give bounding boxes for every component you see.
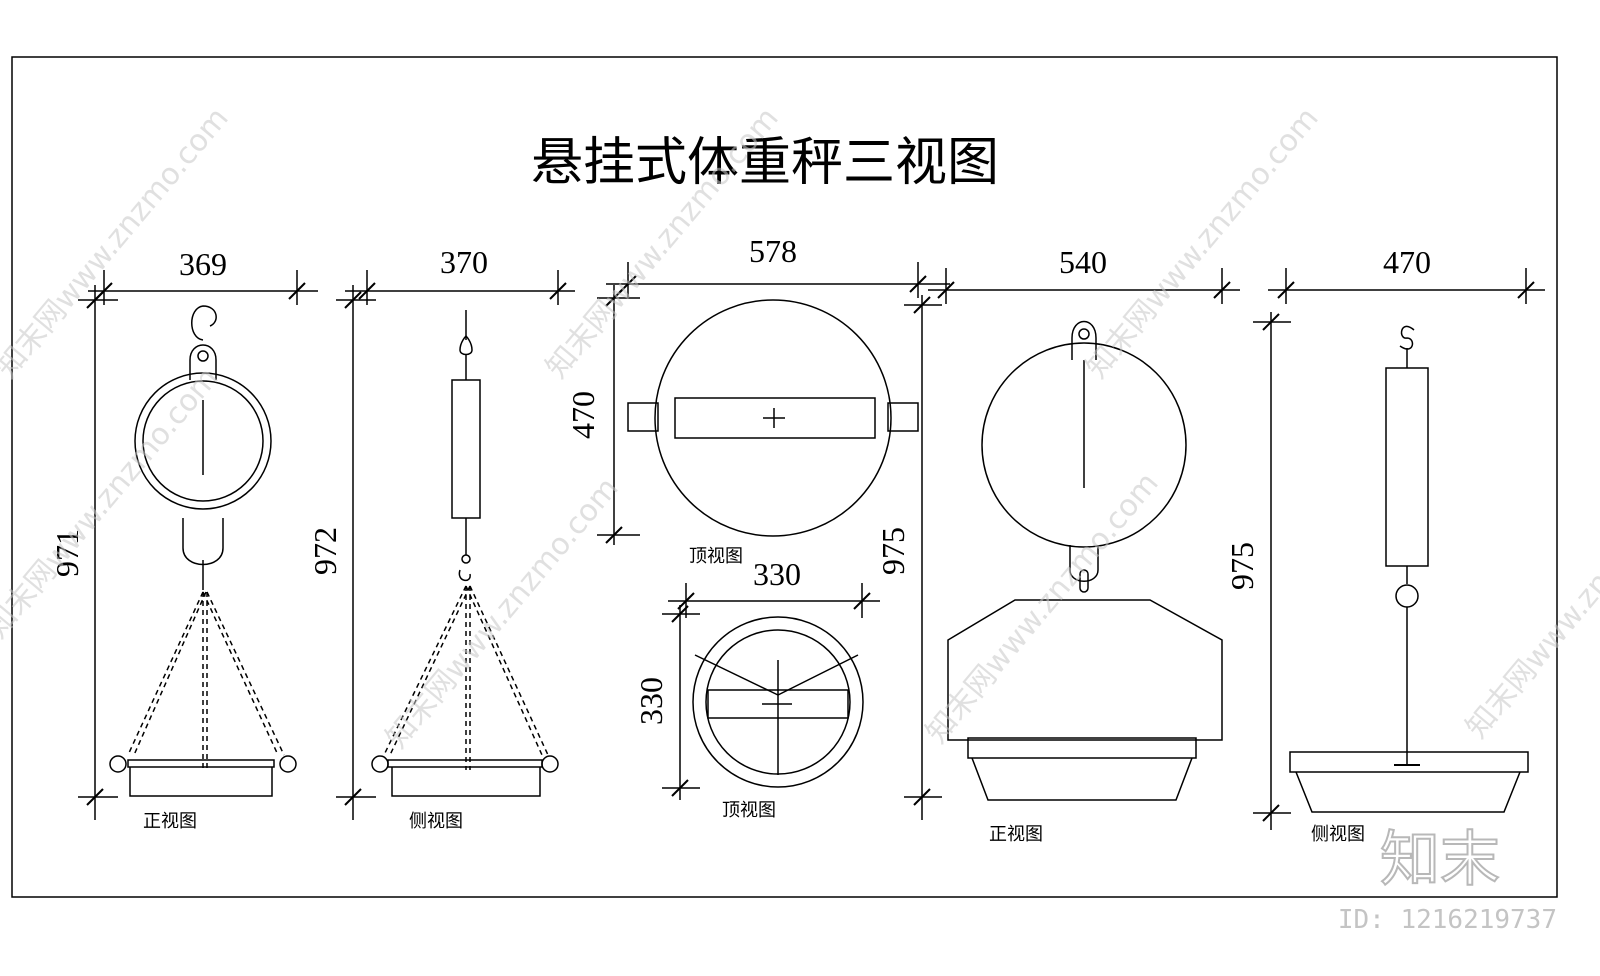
scale-5-front-view: 540 975 正视图: [875, 244, 1240, 845]
watermark-text: 知末网www.znzmo.com: [0, 361, 226, 645]
dim-width-540: 540: [1059, 244, 1107, 280]
hook: [191, 305, 217, 341]
pan-top-outer: [692, 616, 864, 788]
watermark-text: 知末网www.znzmo.com: [1459, 461, 1600, 745]
dial-outer: [134, 372, 272, 510]
dim-width-330: 330: [753, 556, 801, 592]
dim-height-330: 330: [633, 677, 669, 725]
scale-6-side-view: 470 975 侧视图: [1224, 244, 1545, 845]
watermark-text: 知末网www.znzmo.com: [919, 466, 1165, 750]
watermark-text: 知末网www.znzmo.com: [379, 471, 625, 755]
pan-rim: [127, 759, 275, 768]
pan: [971, 757, 1193, 801]
cage-box: [947, 599, 1223, 741]
dim-width-370: 370: [440, 244, 488, 280]
watermark-layer: 知末网www.znzmo.com 知末网www.znzmo.com 知末网www…: [0, 101, 1600, 935]
caption-side-view-2: 侧视图: [1311, 824, 1365, 845]
caption-top-view-2: 顶视图: [722, 800, 776, 821]
dim-width-369: 369: [179, 246, 227, 282]
caption-top-view: 顶视图: [689, 546, 743, 567]
dial-top: [654, 299, 892, 537]
dim-height-975: 975: [875, 527, 911, 575]
dim-height-971: 971: [49, 529, 85, 577]
top-bar: [674, 397, 876, 439]
dial-inner: [142, 380, 264, 502]
tube-body: [451, 379, 481, 519]
caption-front-view: 正视图: [143, 811, 197, 832]
tube-body: [1385, 367, 1429, 567]
dim-width-470: 470: [1383, 244, 1431, 280]
dim-height-972: 972: [307, 527, 343, 575]
caption-front-view-2: 正视图: [989, 824, 1043, 845]
caption-side-view: 侧视图: [409, 811, 463, 832]
pan: [391, 767, 541, 797]
scale-1-front-view: 369 971 正视图: [49, 246, 318, 832]
dial-front: [981, 342, 1187, 548]
dim-height-470: 470: [565, 391, 601, 439]
scale-4-top-view: 330 330 顶视图: [633, 556, 880, 821]
chains: [383, 585, 549, 770]
dim-width-578: 578: [749, 233, 797, 269]
dim-height-975: 975: [1224, 542, 1260, 590]
watermark-text: 知末网www.znzmo.com: [1079, 101, 1325, 385]
watermark-brand: 知末: [1380, 825, 1500, 895]
drawing-title: 悬挂式体重秤三视图: [531, 133, 999, 193]
drawing-frame: [11, 56, 1558, 898]
tray: [1295, 771, 1521, 813]
scale-3-top-view: 578 470 顶视图: [565, 233, 950, 567]
watermark-image-id: ID: 1216219737: [1338, 905, 1557, 935]
chains: [127, 591, 285, 770]
pan: [129, 767, 273, 797]
scale-2-side-view: 370 972 侧视图: [307, 244, 575, 832]
watermark-text: 知末网www.znzmo.com: [0, 101, 236, 385]
